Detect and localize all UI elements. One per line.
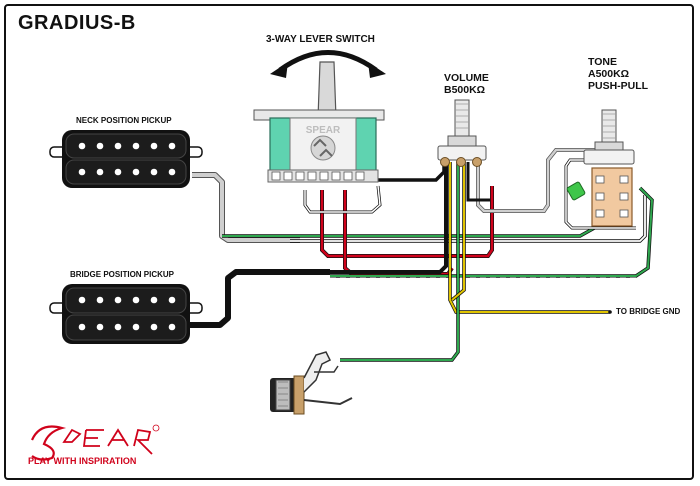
- spear-logo: [30, 424, 160, 461]
- bridge-pickup-lead: [190, 269, 330, 328]
- output-jack: [270, 351, 353, 415]
- neck-pickup: [49, 130, 203, 188]
- bridge-pickup: [49, 284, 203, 344]
- tone-label-type: PUSH-PULL: [588, 80, 649, 92]
- volume-label-value: B500KΩ: [444, 84, 486, 96]
- neck-pickup-label: NECK POSITION PICKUP: [76, 116, 172, 125]
- diagram-frame: [4, 4, 694, 480]
- diagram-title: GRADIUS-B: [18, 12, 136, 34]
- lever-switch: SPEAR: [253, 50, 386, 183]
- tone-label-name: TONE: [588, 56, 617, 68]
- bridge-ground-tip: [608, 310, 612, 314]
- tone-capacitor: [566, 181, 586, 201]
- volume-label-name: VOLUME: [444, 72, 489, 84]
- volume-label: VOLUME B500KΩ: [444, 72, 489, 96]
- neck-pickup-lead: [192, 172, 300, 243]
- jack-ground-wire: [340, 162, 460, 362]
- switch-brand-text: SPEAR: [306, 125, 341, 136]
- volume-pot: [437, 99, 487, 167]
- neck-ground-wire: [222, 224, 599, 238]
- tone-pot: [566, 109, 635, 227]
- bridge-pickup-label: BRIDGE POSITION PICKUP: [70, 270, 175, 279]
- switch-label: 3-WAY LEVER SWITCH: [266, 34, 375, 45]
- switch-arrow-icon: [278, 50, 378, 73]
- tone-label: TONE A500KΩ PUSH-PULL: [588, 56, 648, 92]
- brand-tagline: PLAY WITH INSPIRATION: [28, 456, 137, 466]
- bridge-gnd-label: TO BRIDGE GND: [616, 307, 681, 316]
- tone-label-value: A500KΩ: [588, 68, 630, 80]
